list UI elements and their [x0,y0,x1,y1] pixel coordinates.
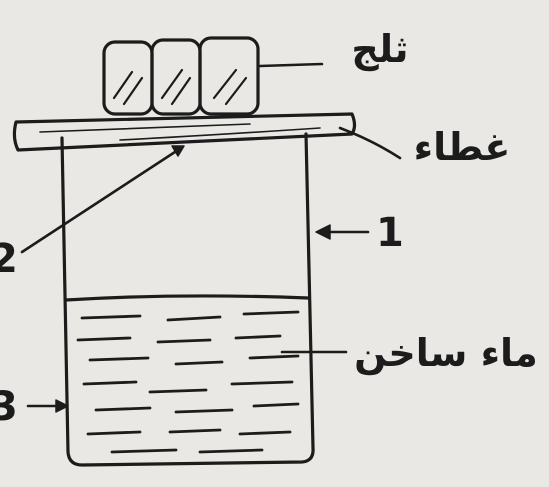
water-surface-line [64,294,310,302]
lid-leader-line [338,126,402,160]
left-partial-label-3: 3 [0,384,18,430]
left-leader-line-2 [20,148,180,254]
beaker-outline [60,132,315,467]
lid-label: غطاء [414,125,511,169]
hot-water-hatching [76,310,300,454]
beaker-arrowhead [315,224,331,240]
ice-leader-line [258,62,324,68]
left-partial-label-2: 2 [0,236,18,282]
ice-cubes [102,36,260,116]
beaker-number-label: 1 [376,210,404,256]
ice-shading [112,68,248,106]
lid [12,112,357,152]
ice-label: ثلج [351,27,408,71]
left-arrowhead-3 [55,399,69,413]
ice-cube-3 [198,36,260,116]
hot-water-label: ماء ساخن [354,331,538,375]
lid-grain [39,123,321,141]
